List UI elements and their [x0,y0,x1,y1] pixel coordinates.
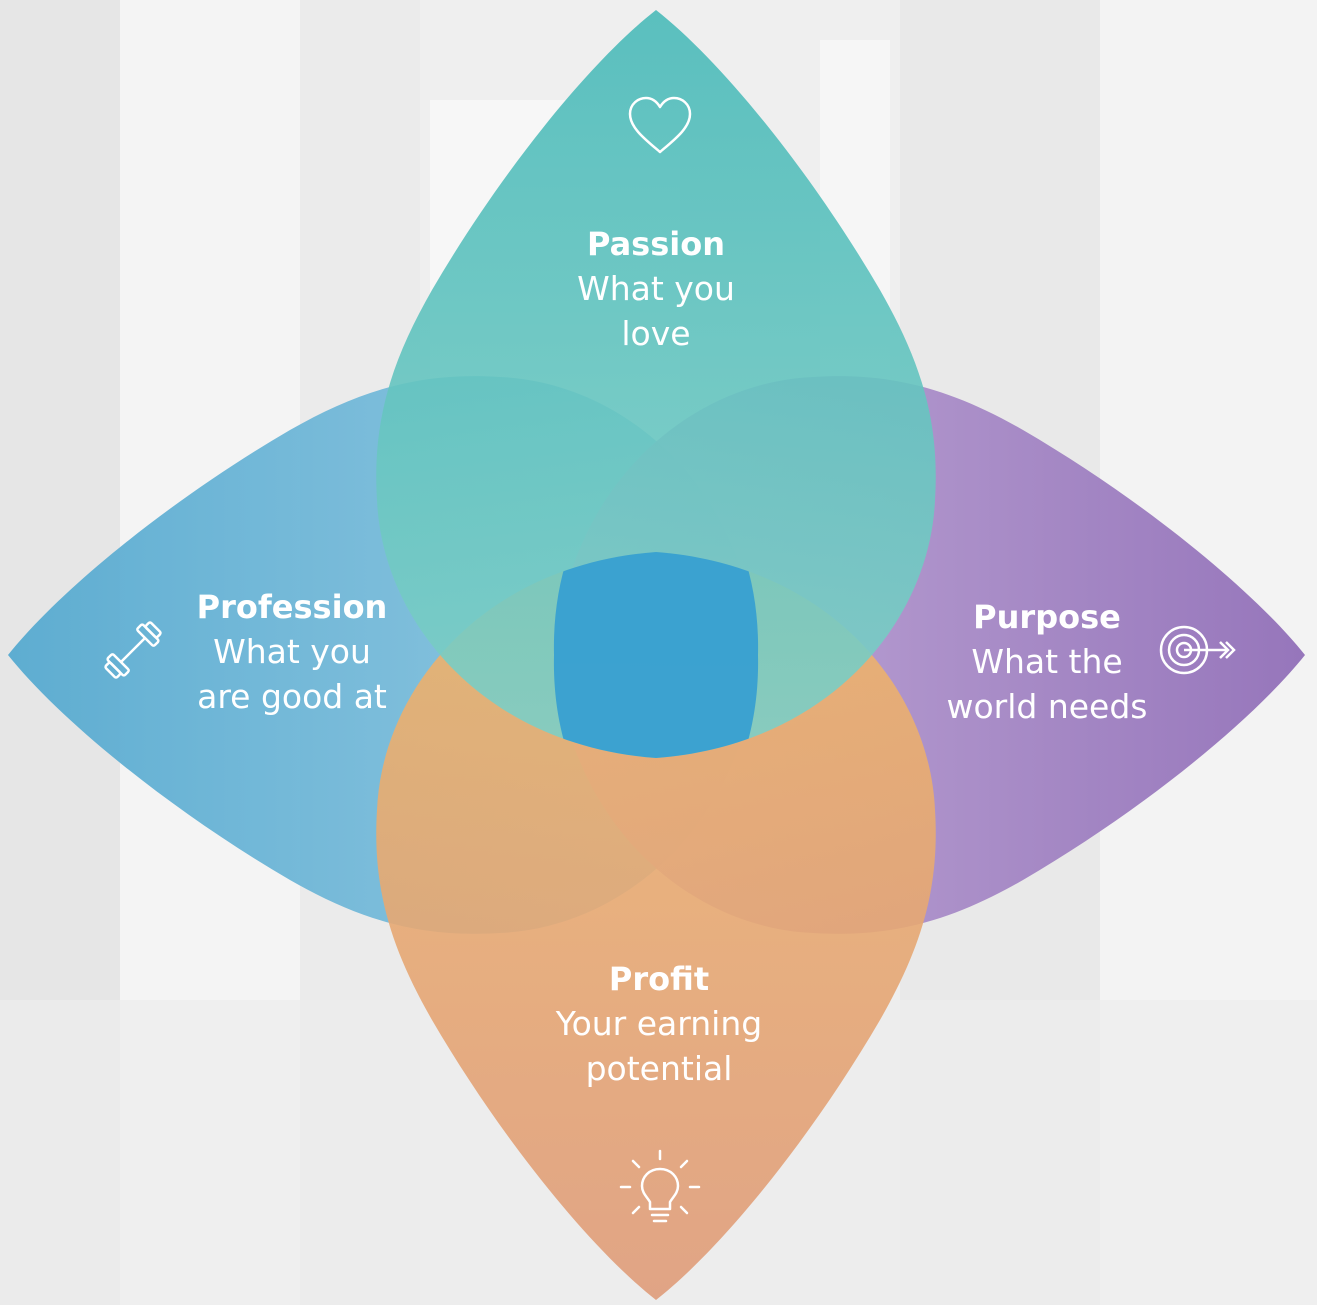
profit-line2: potential [585,1049,733,1088]
profession-title: Profession [196,588,388,626]
profession-line2: are good at [197,677,387,716]
profit-line1: Your earning [555,1004,763,1043]
profit-label: Profit Your earning potential [509,957,809,1091]
profit-title: Profit [608,960,710,998]
purpose-line1: What the [971,642,1123,681]
passion-label: Passion What you love [506,222,806,356]
target-icon [1159,625,1236,675]
profit-petal [376,552,936,1300]
passion-line1: What you [577,269,735,308]
lightbulb-icon [619,1149,701,1223]
profession-label: Profession What you are good at [142,585,442,719]
purpose-line2: world needs [946,687,1148,726]
passion-line2: love [621,314,691,353]
center-overlap [553,552,759,758]
passion-title: Passion [586,225,725,263]
purpose-title: Purpose [973,598,1121,636]
passion-petal [376,10,936,758]
heart-icon [628,96,692,154]
profession-line1: What you [213,632,371,671]
purpose-label: Purpose What the world needs [897,595,1197,729]
dumbbell-icon [104,621,162,679]
